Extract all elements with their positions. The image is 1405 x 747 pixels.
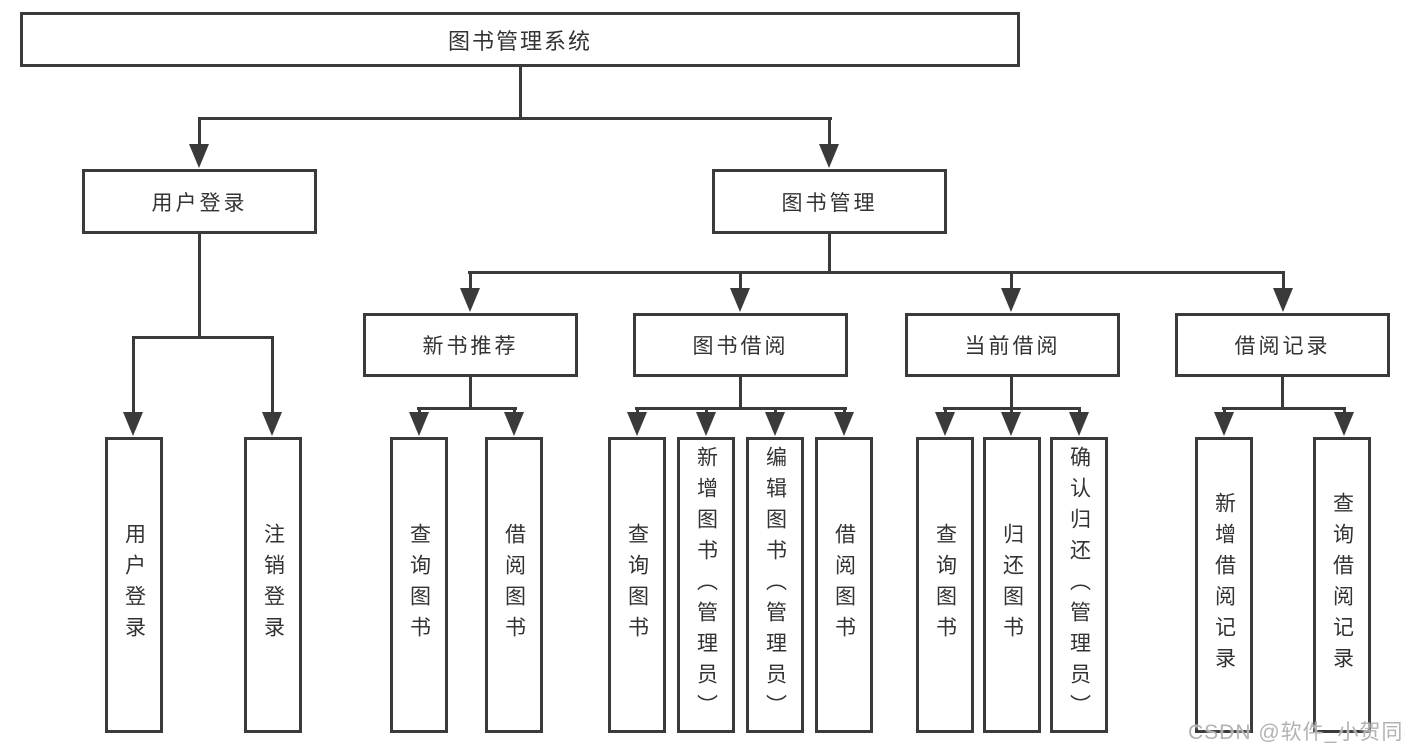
arrowhead-confirm-return [1069, 412, 1089, 436]
leaf-add-borrow-record: 新增借阅记录 [1195, 437, 1253, 733]
connector-book-management-stem [828, 233, 831, 274]
arrowhead-add-borrow-record [1214, 412, 1234, 436]
node-book-management: 图书管理 [712, 169, 947, 234]
connector-to-book-borrow [739, 271, 742, 291]
connector-borrow-records-stem [1281, 376, 1284, 410]
connector-recommend-rail [417, 407, 517, 410]
arrowhead-new-book-recommend [460, 288, 480, 312]
arrowhead-return-book [1001, 412, 1021, 436]
leaf-return-book: 归还图书 [983, 437, 1041, 733]
connector-to-user-login [198, 117, 201, 146]
connector-to-leaf-user-login [132, 336, 135, 414]
leaf-borrow-books-1: 借阅图书 [485, 437, 543, 733]
connector-book-borrow-rail [635, 407, 847, 410]
leaf-query-books-3: 查询图书 [916, 437, 974, 733]
connector-root-rail [198, 117, 832, 120]
leaf-add-book-admin: 新增图书（管理员） [677, 437, 735, 733]
arrowhead-leaf-user-login [123, 412, 143, 436]
node-borrow-records: 借阅记录 [1175, 313, 1390, 377]
connector-book-borrow-stem [739, 376, 742, 410]
arrowhead-book-management [819, 144, 839, 168]
leaf-query-books-1: 查询图书 [390, 437, 448, 733]
arrowhead-edit-book [765, 412, 785, 436]
leaf-user-login: 用户登录 [105, 437, 163, 733]
arrowhead-query-borrow-record [1334, 412, 1354, 436]
leaf-query-borrow-record: 查询借阅记录 [1313, 437, 1371, 733]
connector-user-login-stem [198, 233, 201, 338]
node-book-borrow: 图书借阅 [633, 313, 848, 377]
arrowhead-leaf-logout [262, 412, 282, 436]
arrowhead-current-borrow [1001, 288, 1021, 312]
arrowhead-add-book [696, 412, 716, 436]
arrowhead-book-borrow [730, 288, 750, 312]
node-new-book-recommend: 新书推荐 [363, 313, 578, 377]
leaf-logout: 注销登录 [244, 437, 302, 733]
arrowhead-query-books-2 [627, 412, 647, 436]
leaf-confirm-return-admin: 确认归还（管理员） [1050, 437, 1108, 733]
connector-to-borrow-records [1282, 271, 1285, 291]
arrowhead-borrow-books-1 [504, 412, 524, 436]
leaf-edit-book-admin: 编辑图书（管理员） [746, 437, 804, 733]
connector-root-stem [519, 66, 522, 120]
node-current-borrow: 当前借阅 [905, 313, 1120, 377]
connector-borrow-records-rail [1222, 407, 1346, 410]
watermark: CSDN @软件_小贺同学 [1188, 721, 1405, 744]
leaf-borrow-books-2: 借阅图书 [815, 437, 873, 733]
connector-user-login-rail [132, 336, 274, 339]
connector-to-book-management [828, 117, 831, 146]
node-user-login: 用户登录 [82, 169, 317, 234]
arrowhead-borrow-books-2 [834, 412, 854, 436]
leaf-query-books-2: 查询图书 [608, 437, 666, 733]
arrowhead-user-login [189, 144, 209, 168]
connector-book-management-rail [468, 271, 1285, 274]
connector-to-current-borrow [1010, 271, 1013, 291]
arrowhead-query-books-1 [409, 412, 429, 436]
connector-recommend-stem [469, 376, 472, 410]
arrowhead-borrow-records [1273, 288, 1293, 312]
connector-current-borrow-stem [1010, 376, 1013, 410]
arrowhead-query-books-3 [935, 412, 955, 436]
connector-to-leaf-logout [271, 336, 274, 414]
node-library-system: 图书管理系统 [20, 12, 1020, 67]
connector-to-new-book-recommend [469, 271, 472, 291]
